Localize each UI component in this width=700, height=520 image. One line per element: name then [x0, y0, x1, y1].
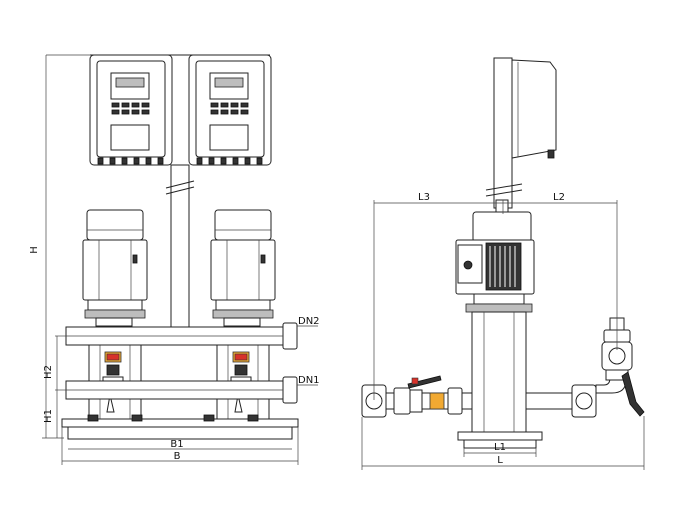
- side-controller-mast: [485, 57, 557, 209]
- dim-l1-label: L1: [494, 442, 506, 453]
- dim-dn2-label: DN2: [298, 316, 320, 327]
- side-pump-body: [457, 311, 543, 449]
- discharge-manifold: [65, 322, 298, 350]
- dim-l-label: L: [497, 455, 503, 466]
- dim-b-label: B: [174, 451, 181, 462]
- dim-h-label: H: [29, 246, 40, 254]
- side-motor: [455, 199, 535, 313]
- front-dimensions: [42, 54, 318, 465]
- front-view: [42, 54, 318, 465]
- side-dimensions: [361, 200, 645, 470]
- side-view: [361, 57, 645, 470]
- side-suction-pipe: [361, 375, 473, 418]
- dim-h2-label: H2: [43, 365, 54, 379]
- dim-b1-label: B1: [170, 439, 183, 450]
- dim-l3-label: L3: [418, 192, 430, 203]
- control-panel-right: [188, 54, 272, 166]
- dim-dn1-label: DN1: [298, 375, 320, 386]
- suction-manifold: [65, 376, 298, 404]
- base-frame: [61, 414, 299, 440]
- dim-l2-label: L2: [553, 192, 565, 203]
- control-panel-left: [89, 54, 173, 166]
- side-discharge-pipe: [525, 317, 645, 418]
- dim-h1-label: H1: [43, 409, 54, 423]
